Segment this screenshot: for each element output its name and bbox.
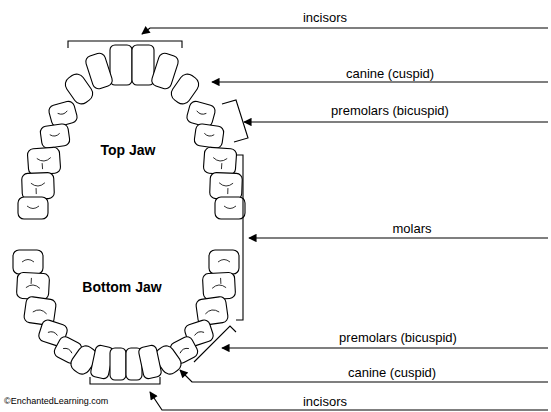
tooth (210, 172, 243, 199)
tooth (16, 272, 49, 300)
tooth (215, 197, 245, 219)
tooth (138, 344, 162, 379)
part-label: canine (cuspid) (346, 67, 434, 80)
part-label: incisors (303, 395, 347, 408)
bracket (90, 377, 160, 384)
tooth (22, 172, 55, 199)
part-label: premolars (bicuspid) (339, 331, 457, 344)
part-label: molars (392, 222, 431, 235)
tooth (202, 272, 235, 300)
part-label: premolars (bicuspid) (331, 104, 449, 117)
bracket (222, 100, 248, 142)
jaw-label: Bottom Jaw (82, 280, 161, 294)
bracket (194, 326, 236, 362)
bracket (68, 41, 182, 48)
leader-line (244, 121, 548, 122)
jaw-label: Top Jaw (101, 143, 156, 157)
leader-line (222, 347, 548, 348)
part-label: canine (cuspid) (348, 366, 436, 379)
tooth (40, 123, 71, 149)
tooth (18, 197, 48, 219)
tooth (209, 250, 239, 274)
leader-line (212, 81, 548, 82)
tooth (27, 147, 61, 175)
upper-teeth (18, 45, 245, 219)
tooth (203, 147, 237, 175)
bracket (236, 155, 243, 320)
tooth (13, 250, 43, 274)
lower-teeth (13, 250, 239, 380)
leader-line (249, 237, 548, 238)
tooth (194, 123, 225, 149)
leader-line (142, 28, 548, 34)
leader-line (150, 392, 548, 410)
tooth (110, 45, 132, 85)
tooth (132, 45, 154, 85)
copyright-note: ©EnchantedLearning.com (4, 397, 108, 406)
part-label: incisors (303, 11, 347, 24)
tooth (110, 348, 126, 380)
